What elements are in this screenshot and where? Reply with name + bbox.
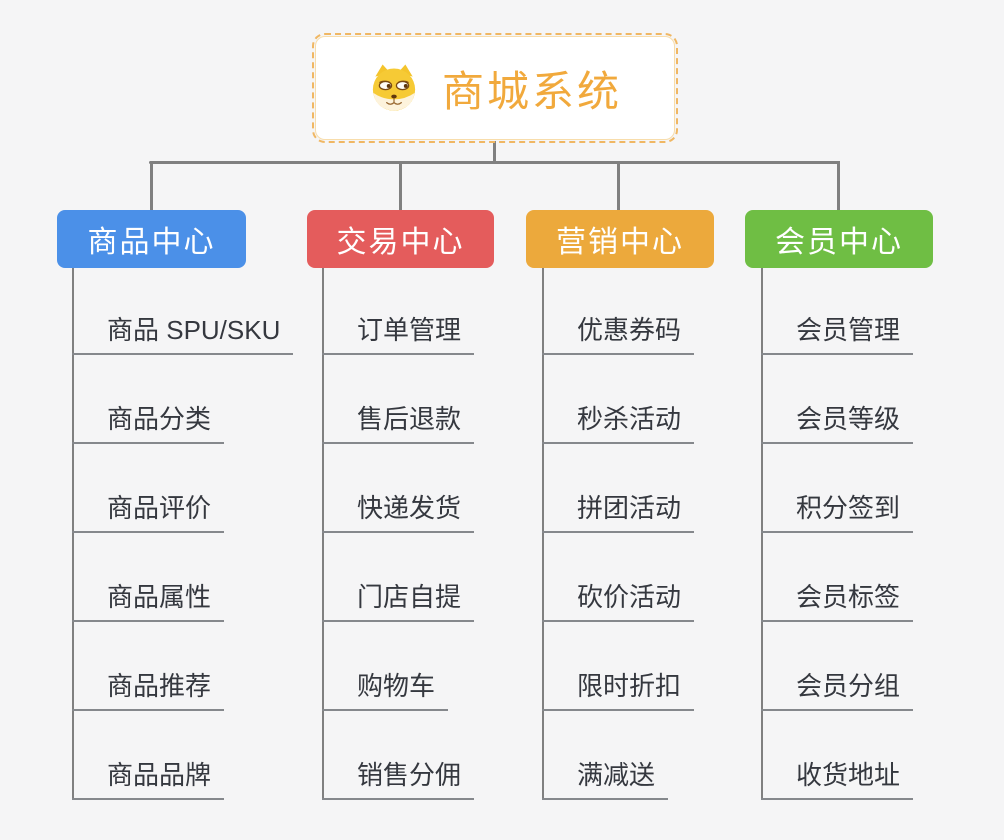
child-node-label: 订单管理 (322, 310, 475, 355)
connector-bus-line (149, 161, 840, 164)
branch-node-trade-center[interactable]: 交易中心 (307, 210, 494, 268)
child-node-label: 商品品牌 (72, 755, 225, 800)
branch-children-marketing: 优惠券码 秒杀活动 拼团活动 砍价活动 限时折扣 满减送 (542, 266, 802, 800)
child-node[interactable]: 门店自提 (322, 533, 582, 622)
child-node-label: 购物车 (322, 666, 449, 711)
connector-drop-marketing (617, 161, 620, 211)
child-node[interactable]: 订单管理 (322, 266, 582, 355)
child-node-label: 限时折扣 (542, 666, 695, 711)
child-node[interactable]: 商品属性 (72, 533, 332, 622)
child-node[interactable]: 快递发货 (322, 444, 582, 533)
child-node-label: 商品分类 (72, 399, 225, 444)
child-node-label: 秒杀活动 (542, 399, 695, 444)
branch-children-member: 会员管理 会员等级 积分签到 会员标签 会员分组 收货地址 (761, 266, 1004, 800)
child-node-label: 收货地址 (761, 755, 914, 800)
child-node-label: 会员分组 (761, 666, 914, 711)
child-node[interactable]: 购物车 (322, 622, 582, 711)
child-node[interactable]: 满减送 (542, 711, 802, 800)
child-node-label: 优惠券码 (542, 310, 695, 355)
child-node-label: 满减送 (542, 755, 669, 800)
connector-trunk-marketing (542, 268, 544, 800)
child-node-label: 拼团活动 (542, 488, 695, 533)
connector-trunk-trade (322, 268, 324, 800)
child-node-label: 门店自提 (322, 577, 475, 622)
child-node[interactable]: 会员等级 (761, 355, 1004, 444)
child-node-label: 砍价活动 (542, 577, 695, 622)
branch-children-product: 商品 SPU/SKU 商品分类 商品评价 商品属性 商品推荐 商品品牌 (72, 266, 332, 800)
connector-root-stub (493, 141, 496, 163)
branch-node-member-center[interactable]: 会员中心 (745, 210, 933, 268)
child-node-label: 会员管理 (761, 310, 914, 355)
connector-drop-product (150, 161, 153, 211)
branch-node-marketing-center[interactable]: 营销中心 (526, 210, 714, 268)
child-node-label: 积分签到 (761, 488, 914, 533)
child-node[interactable]: 会员分组 (761, 622, 1004, 711)
child-node[interactable]: 商品推荐 (72, 622, 332, 711)
child-node-label: 商品推荐 (72, 666, 225, 711)
child-node[interactable]: 积分签到 (761, 444, 1004, 533)
connector-drop-member (837, 161, 840, 211)
connector-drop-trade (399, 161, 402, 211)
child-node[interactable]: 商品品牌 (72, 711, 332, 800)
child-node[interactable]: 会员管理 (761, 266, 1004, 355)
child-node[interactable]: 秒杀活动 (542, 355, 802, 444)
child-node[interactable]: 商品分类 (72, 355, 332, 444)
child-node[interactable]: 优惠券码 (542, 266, 802, 355)
branch-node-product-center[interactable]: 商品中心 (57, 210, 246, 268)
child-node-label: 商品 SPU/SKU (72, 310, 294, 355)
child-node[interactable]: 拼团活动 (542, 444, 802, 533)
child-node[interactable]: 销售分佣 (322, 711, 582, 800)
root-node[interactable]: 商城系统 (312, 33, 678, 143)
shiba-dog-icon (372, 64, 416, 111)
child-node[interactable]: 会员标签 (761, 533, 1004, 622)
child-node[interactable]: 砍价活动 (542, 533, 802, 622)
child-node[interactable]: 商品 SPU/SKU (72, 266, 332, 355)
child-node-label: 快递发货 (322, 488, 475, 533)
branch-children-trade: 订单管理 售后退款 快递发货 门店自提 购物车 销售分佣 (322, 266, 582, 800)
child-node-label: 销售分佣 (322, 755, 475, 800)
child-node[interactable]: 售后退款 (322, 355, 582, 444)
child-node-label: 商品属性 (72, 577, 225, 622)
child-node-label: 商品评价 (72, 488, 225, 533)
child-node[interactable]: 商品评价 (72, 444, 332, 533)
child-node[interactable]: 限时折扣 (542, 622, 802, 711)
child-node-label: 售后退款 (322, 399, 475, 444)
child-node-label: 会员等级 (761, 399, 914, 444)
root-node-label: 商城系统 (441, 67, 622, 115)
child-node[interactable]: 收货地址 (761, 711, 1004, 800)
child-node-label: 会员标签 (761, 577, 914, 622)
connector-trunk-product (72, 268, 74, 800)
connector-trunk-member (761, 268, 763, 800)
